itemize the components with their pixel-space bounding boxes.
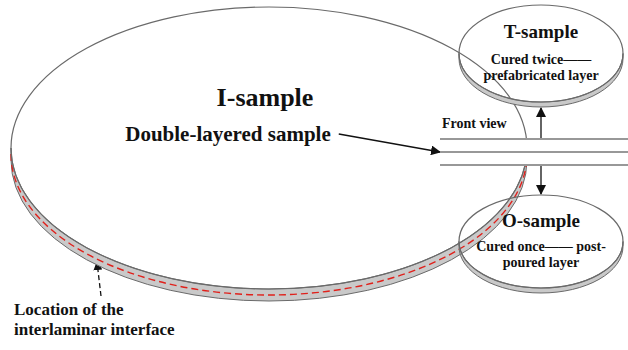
arrow-connector — [540, 166, 541, 194]
sample-note: Double-layered sample — [125, 122, 331, 146]
sample-title: T-sample — [504, 21, 578, 43]
layer-lines — [440, 138, 628, 166]
arrow-connector — [339, 134, 440, 152]
interface-callout: Location of the interlaminar interface — [14, 300, 219, 339]
front-view-layers: Front view — [440, 138, 628, 166]
disc-top — [459, 195, 623, 288]
arrow-connector — [540, 108, 541, 138]
sample-note: Cured twice—— prefabricated layer — [475, 52, 607, 84]
layer-line — [440, 138, 628, 139]
sample-note: Cured once—— post-poured layer — [475, 239, 607, 271]
sample-title: I-sample — [217, 83, 314, 113]
disc-top — [459, 5, 623, 102]
sample-title: O-sample — [502, 210, 580, 232]
t-sample-disc: T-sampleCured twice—— prefabricated laye… — [458, 4, 624, 108]
interface-line — [11, 154, 527, 295]
layer-line — [440, 151, 628, 152]
o-sample-disc: O-sampleCured once—— post-poured layer — [458, 194, 624, 294]
layer-line — [440, 164, 628, 165]
sample-title: Front view — [440, 116, 509, 132]
disc-side — [11, 148, 527, 301]
